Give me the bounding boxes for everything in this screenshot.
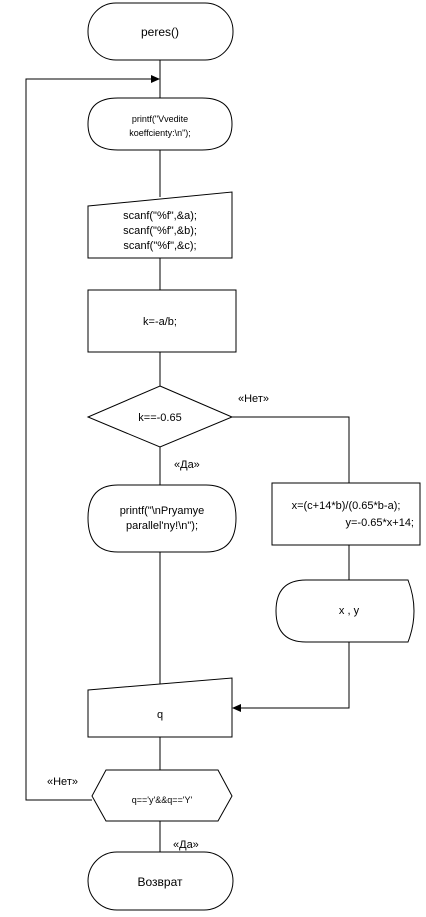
decision-k-label: k==-0.65 <box>138 412 181 424</box>
start-terminator: peres() <box>87 2 234 61</box>
start-shape <box>87 2 234 61</box>
decision-k-yes-label: «Да» <box>174 459 200 471</box>
connector-loop-back <box>25 78 152 801</box>
connector-decision-no-to-xy <box>232 416 350 483</box>
loop-check-label: q=='y'&&q=='Y' <box>132 795 193 805</box>
connector-output-to-q <box>240 642 350 709</box>
output-prompt-shape <box>87 97 233 151</box>
start-label: peres() <box>141 25 179 39</box>
arrowhead-loop-back <box>151 75 160 83</box>
loop-check-no-label: «Нет» <box>47 776 78 788</box>
output-xy-block: x , y <box>275 579 415 643</box>
input-q-label: q <box>157 709 163 721</box>
process-xy-block: x=(c+14*b)/(0.65*b-a); y=-0.65*x+14; <box>271 482 421 546</box>
process-xy-line-1: x=(c+14*b)/(0.65*b-a); <box>292 500 401 512</box>
end-shape <box>87 851 234 911</box>
loop-check-shape <box>91 769 233 822</box>
decision-k-shape <box>86 385 234 448</box>
connectors <box>25 60 350 852</box>
process-xy-shape <box>271 482 421 546</box>
input-q-shape <box>87 677 233 738</box>
loop-check-block: q=='y'&&q=='Y' «Нет» «Да» <box>47 769 233 851</box>
process-k-block: k=-a/b; <box>87 289 237 353</box>
output-prompt-line-2: koeffcienty:\n"); <box>129 128 191 138</box>
input-q-block: q <box>87 677 233 738</box>
input-coeffs-line-2: scanf("%f",&b); <box>123 225 197 237</box>
output-parallel-line-2: parallel'ny!\n"); <box>126 520 198 532</box>
decision-k-no-label: «Нет» <box>238 393 269 405</box>
process-k-shape <box>87 289 237 353</box>
input-coeffs-line-1: scanf("%f",&a); <box>123 210 197 222</box>
output-prompt-block: printf("Vvedite koeffcienty:\n"); <box>87 97 233 151</box>
input-coeffs-shape <box>87 191 233 259</box>
arrowhead-into-q <box>232 704 241 712</box>
output-parallel-block: printf("\nPryamye parallel'ny!\n"); <box>87 484 237 553</box>
process-k-label: k=-a/b; <box>143 316 177 328</box>
decision-k-block: k==-0.65 «Нет» «Да» <box>86 385 269 471</box>
end-label: Возврат <box>138 875 184 889</box>
output-xy-label: x , y <box>339 605 360 617</box>
process-xy-line-2: y=-0.65*x+14; <box>346 517 415 529</box>
loop-check-yes-label: «Да» <box>173 839 199 851</box>
input-coeffs-line-3: scanf("%f",&c); <box>123 240 196 252</box>
input-coeffs-block: scanf("%f",&a); scanf("%f",&b); scanf("%… <box>87 191 233 259</box>
end-terminator: Возврат <box>87 851 234 911</box>
output-parallel-shape <box>87 484 237 553</box>
output-prompt-line-1: printf("Vvedite <box>132 114 188 124</box>
output-parallel-line-1: printf("\nPryamye <box>120 505 205 517</box>
output-xy-shape <box>275 579 415 643</box>
